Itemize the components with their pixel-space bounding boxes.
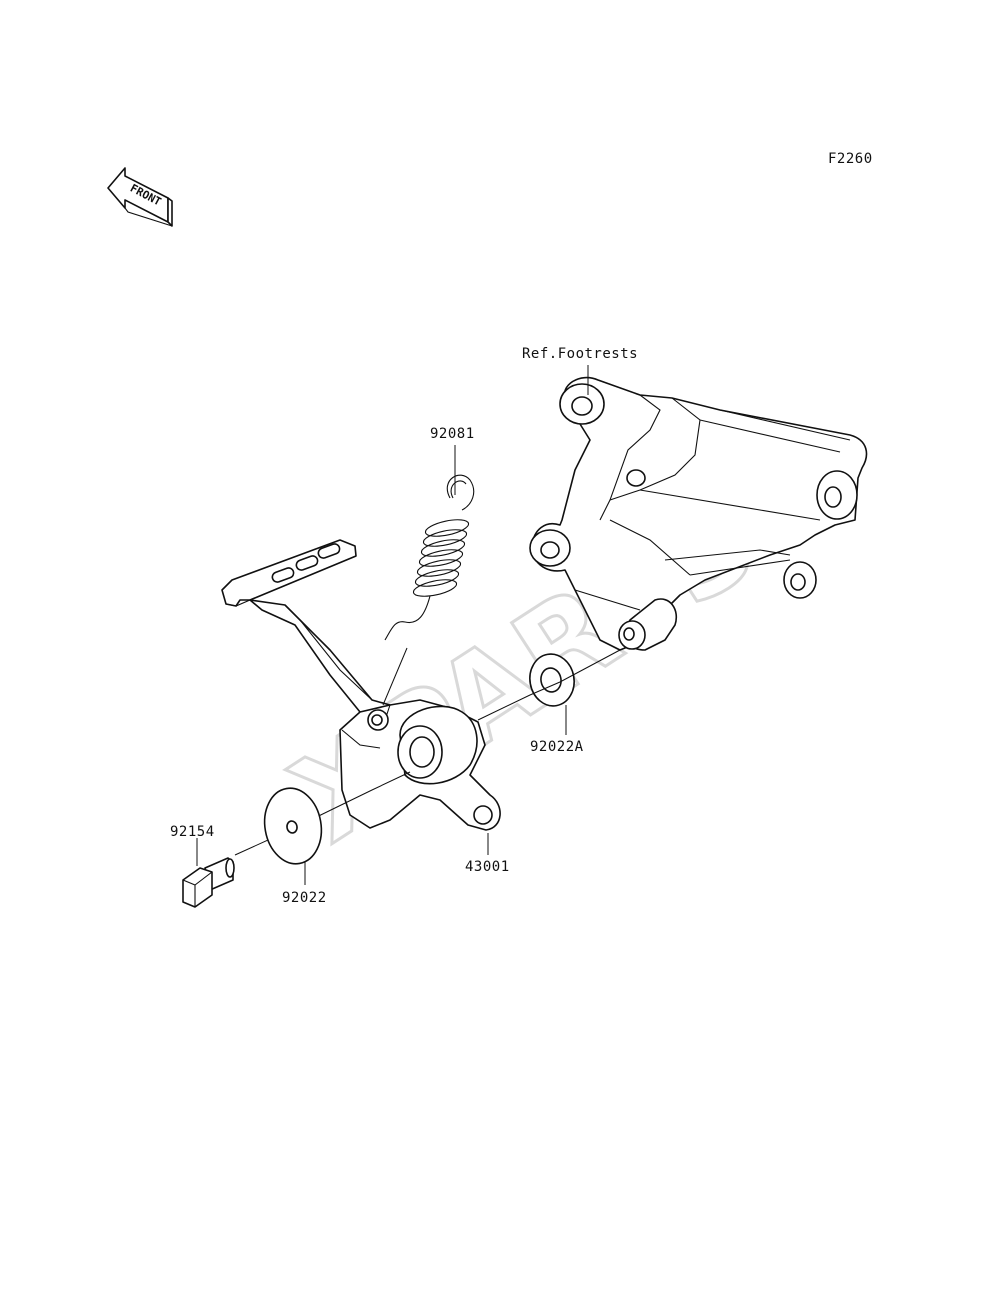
brake-pedal [221, 539, 501, 831]
spring-hook-leader [382, 647, 408, 706]
washer-92022a [529, 653, 575, 707]
part-label-92022a: 92022A [530, 739, 584, 755]
bolt-92154 [182, 857, 235, 908]
part-label-92022: 92022 [282, 890, 327, 906]
part-label-92081: 92081 [430, 426, 475, 442]
ref-label: Ref.Footrests [522, 346, 638, 362]
axis-line-upper [477, 649, 621, 721]
spring [384, 474, 475, 641]
diagram-code: F2260 [828, 151, 873, 167]
part-label-43001: 43001 [465, 859, 510, 875]
footrest-bracket [529, 376, 868, 651]
part-label-92154: 92154 [170, 824, 215, 840]
front-arrow-icon: FRONT [107, 167, 173, 227]
washer-92022 [263, 787, 323, 865]
